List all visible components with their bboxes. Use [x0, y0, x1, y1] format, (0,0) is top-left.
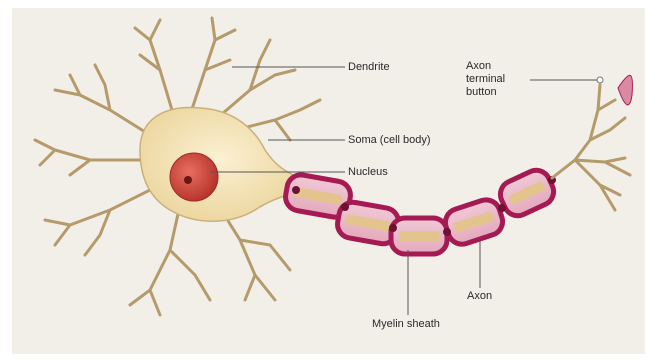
soma-body [140, 107, 300, 221]
nucleus-shape [170, 153, 218, 201]
nucleolus-shape [184, 176, 192, 184]
label-nucleus: Nucleus [348, 166, 388, 179]
label-axon-terminal-2: terminal [466, 73, 505, 86]
label-dendrite: Dendrite [348, 61, 390, 74]
axon-terminals [552, 85, 630, 210]
terminal-knob [597, 77, 603, 83]
myelin-segments [283, 166, 558, 254]
label-myelin-sheath: Myelin sheath [372, 318, 440, 331]
terminal-button-shape [618, 75, 632, 105]
label-axon-terminal-3: button [466, 86, 497, 99]
label-axon: Axon [467, 290, 492, 303]
label-soma: Soma (cell body) [348, 134, 431, 147]
label-axon-terminal-1: Axon [466, 60, 491, 73]
